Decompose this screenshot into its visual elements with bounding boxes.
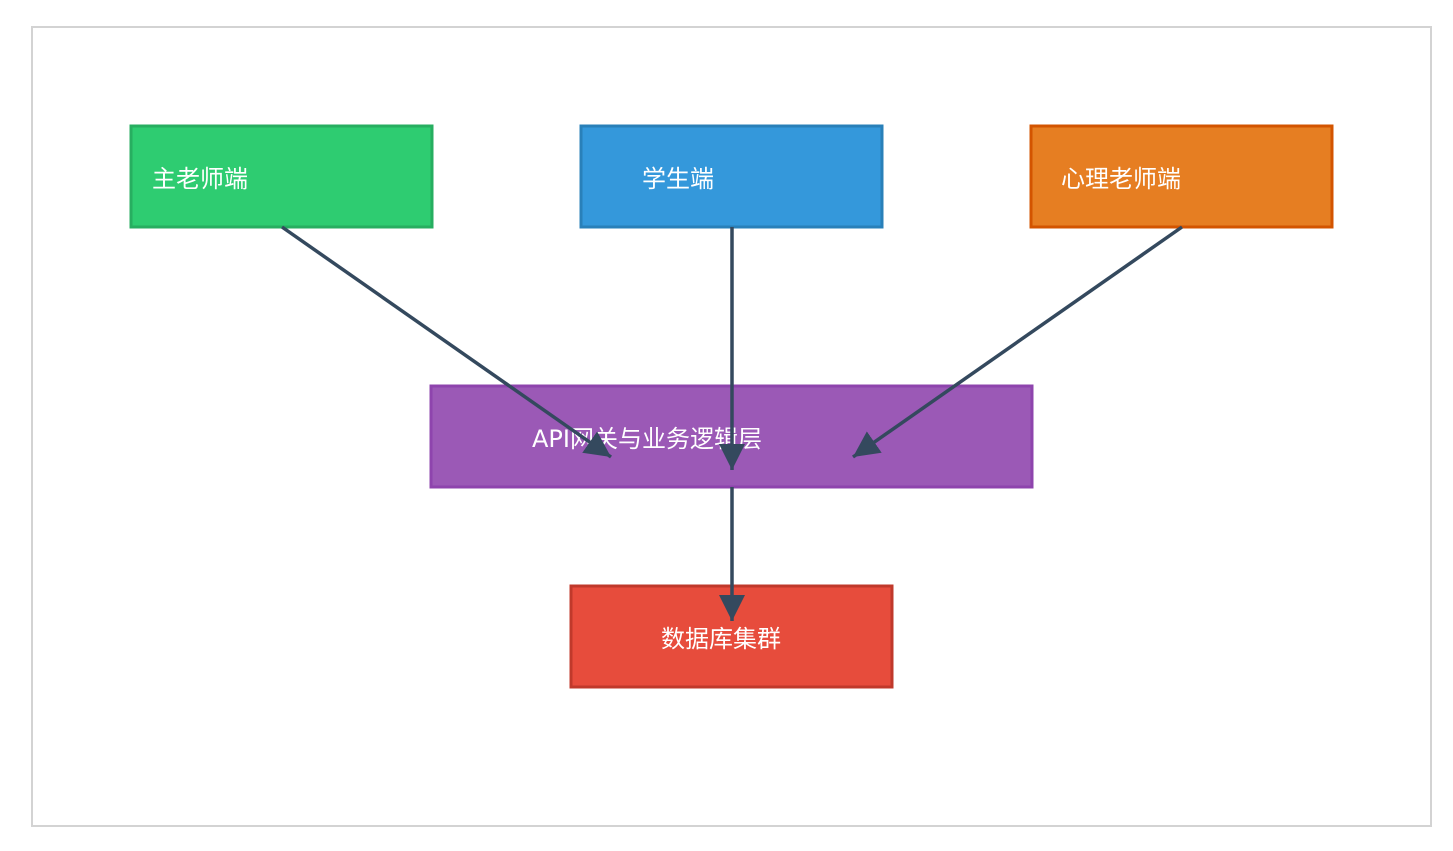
node-head-teacher[interactable]: 主老师端 [129,124,434,229]
edge-head-teacher-to-api [280,225,613,459]
node-student-label: 学生端 [642,165,714,193]
node-api-layer-label: API网关与业务逻辑层 [532,425,762,453]
node-head-teacher-label: 主老师端 [152,165,248,193]
node-psych-teacher-box [1029,124,1334,229]
node-database-label: 数据库集群 [661,625,781,653]
edge-psych-teacher-to-api [851,225,1184,459]
node-psych-teacher-label: 心理老师端 [1061,165,1181,193]
node-psych-teacher[interactable]: 心理老师端 [1029,124,1334,229]
node-head-teacher-box [129,124,434,229]
node-student[interactable]: 学生端 [579,124,884,229]
node-student-box [579,124,884,229]
